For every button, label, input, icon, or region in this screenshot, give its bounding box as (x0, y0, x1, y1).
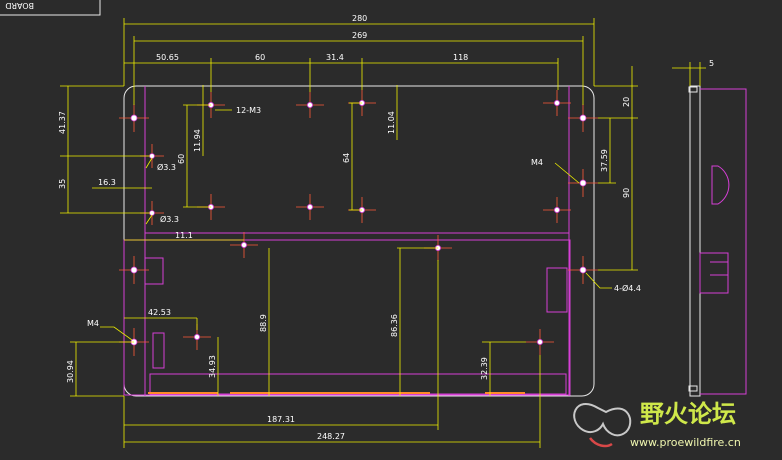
dim-11-1: 11.1 (175, 231, 193, 240)
plate-outline (123, 85, 595, 397)
watermark-url: www.proewildfire.cn (630, 436, 741, 449)
callout-m4-right: M4 (531, 158, 543, 167)
dim-90: 90 (622, 188, 631, 198)
dim-11-04: 11.04 (387, 111, 396, 134)
hole (119, 256, 149, 284)
dimension-labels: 280 269 50.65 60 31.4 118 5 20 37.59 90 … (58, 14, 714, 441)
dim-50-65: 50.65 (156, 53, 179, 62)
hole (568, 104, 598, 132)
callout-dia-3-3-lower: Ø3.3 (160, 214, 179, 224)
butterfly-logo-icon (573, 402, 632, 448)
watermark-site-name: 野火论坛 (640, 400, 736, 428)
callout-m4-left: M4 (87, 319, 99, 328)
title-block: BOARD (0, 0, 101, 16)
dim-5: 5 (709, 59, 714, 68)
side-view (688, 85, 747, 397)
dim-hole-span: 269 (352, 31, 367, 40)
hole (568, 256, 598, 284)
dim-37-59: 37.59 (600, 149, 609, 172)
callout-dia-3-3-upper: Ø3.3 (157, 162, 176, 172)
dimension-lines (60, 18, 706, 448)
title-block-label: BOARD (5, 1, 34, 10)
hole (543, 90, 571, 116)
dim-11-94: 11.94 (193, 129, 202, 152)
dim-248-27: 248.27 (317, 432, 345, 441)
callout-labels: 12-M3 Ø3.3 Ø3.3 M4 M4 4-Ø4.4 (87, 106, 641, 328)
dim-118: 118 (453, 53, 468, 62)
callout-4-dia-4-4: 4-Ø4.4 (614, 283, 641, 293)
dim-88-9: 88.9 (259, 314, 268, 332)
hole (568, 169, 598, 197)
hole (526, 329, 554, 355)
hole (230, 232, 258, 258)
dim-42-53: 42.53 (148, 308, 171, 317)
hole (296, 194, 324, 220)
mounting-holes (119, 90, 598, 356)
leader-lines (100, 109, 612, 341)
dim-41-37: 41.37 (58, 111, 67, 134)
dim-60-vertical: 60 (177, 154, 186, 164)
dim-64: 64 (342, 153, 351, 163)
dim-31-4: 31.4 (326, 53, 344, 62)
dim-187-31: 187.31 (267, 415, 295, 424)
dim-35: 35 (58, 179, 67, 189)
hole (296, 92, 324, 118)
dim-60: 60 (255, 53, 265, 62)
hole (543, 197, 571, 223)
dim-30-94: 30.94 (66, 360, 75, 383)
dim-86-36: 86.36 (390, 314, 399, 337)
dim-overall-width: 280 (352, 14, 367, 23)
callout-12-m3: 12-M3 (236, 106, 261, 115)
dim-16-3: 16.3 (98, 178, 116, 187)
dim-32-39: 32.39 (480, 357, 489, 380)
watermark: 野火论坛 www.proewildfire.cn (573, 400, 741, 449)
dim-20: 20 (622, 97, 631, 107)
dim-34-93: 34.93 (208, 355, 217, 378)
hole (119, 104, 149, 132)
